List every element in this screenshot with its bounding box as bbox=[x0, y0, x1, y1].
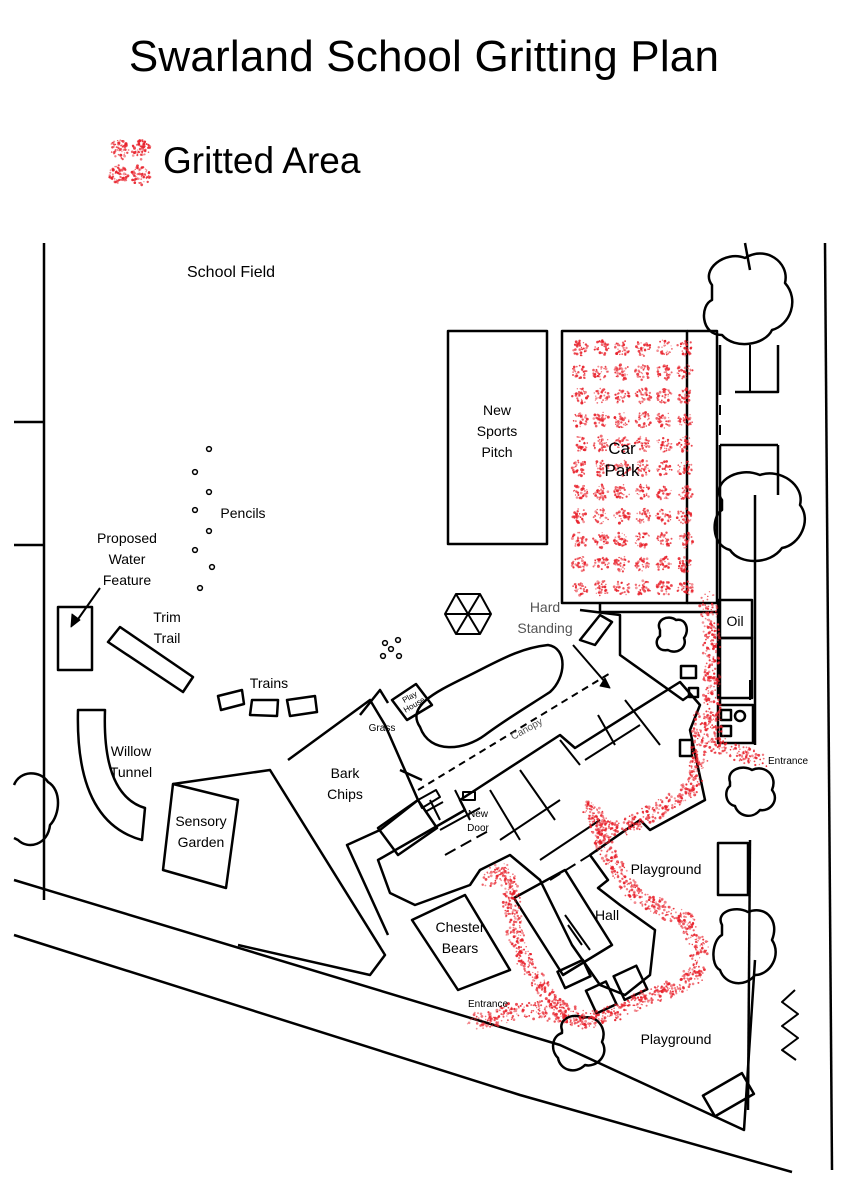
building-internal-1 bbox=[429, 714, 616, 841]
map-title: Swarland School Gritting Plan bbox=[128, 32, 720, 81]
tree-ne bbox=[702, 252, 794, 346]
proposed-water-feature-label: Proposed Water Feature bbox=[97, 530, 157, 588]
road-verge bbox=[746, 839, 752, 1111]
chester-bears-label: Chester Bears bbox=[435, 919, 485, 956]
entrance-south-label: Entrance bbox=[467, 999, 509, 1010]
entrance-east-label: Entrance bbox=[767, 756, 809, 767]
garden-plot bbox=[172, 768, 387, 977]
new-sports-pitch bbox=[446, 329, 549, 546]
school-field-label: School Field bbox=[187, 264, 276, 281]
road-north-edge bbox=[13, 878, 757, 1132]
chester-bears bbox=[410, 893, 512, 992]
car-park-label: Car Park bbox=[604, 439, 640, 480]
playground-lower-label: Playground bbox=[640, 1031, 712, 1047]
school-wing-1 bbox=[376, 798, 439, 857]
tree-hard-standing bbox=[655, 616, 688, 653]
hall bbox=[512, 868, 614, 977]
hall-store-1 bbox=[556, 958, 592, 990]
tree-entrance bbox=[725, 766, 777, 818]
new-door-mark bbox=[462, 791, 476, 801]
lane-east-edge bbox=[735, 345, 780, 745]
hall-label: Hall bbox=[594, 907, 620, 923]
new-door-label: New Door bbox=[467, 809, 489, 834]
shed-east-1 bbox=[716, 841, 750, 897]
hard-standing-arrowhead bbox=[599, 677, 611, 689]
shrub-clump bbox=[415, 643, 564, 749]
stepping-stones bbox=[379, 636, 403, 660]
gritted-area-legend-label: Gritted Area bbox=[163, 140, 361, 181]
school-link bbox=[578, 613, 614, 647]
willow-tunnel-label: Willow Tunnel bbox=[109, 743, 153, 780]
playground-upper-label: Playground bbox=[630, 861, 702, 877]
pencils-label: Pencils bbox=[220, 505, 266, 521]
bark-chips-area bbox=[287, 698, 420, 936]
gritted-areas bbox=[466, 339, 768, 1030]
trim-trail bbox=[106, 625, 195, 694]
train-2 bbox=[248, 698, 280, 718]
bin-2 bbox=[733, 709, 747, 723]
play-house bbox=[390, 682, 434, 722]
car-park-east-bay bbox=[687, 329, 719, 605]
gazebo-icon bbox=[444, 593, 492, 635]
zigzag-fence bbox=[781, 989, 799, 1061]
hard-standing-label: Hard Standing bbox=[517, 599, 573, 636]
east-boundary bbox=[823, 242, 834, 1171]
school-wing-2 bbox=[579, 608, 691, 702]
trim-trail-label: Trim Trail bbox=[153, 609, 181, 646]
oil-label: Oil bbox=[726, 613, 744, 629]
grass-area bbox=[359, 688, 423, 782]
train-1 bbox=[216, 688, 246, 712]
tree-south-east bbox=[712, 908, 777, 985]
hard-standing-arrow bbox=[572, 644, 606, 683]
train-3 bbox=[285, 694, 319, 718]
water-feature-box bbox=[56, 605, 94, 672]
canopy-steps bbox=[417, 789, 444, 813]
road-south-edge bbox=[13, 933, 793, 1174]
tree-south bbox=[551, 1014, 606, 1072]
willow-tunnel bbox=[76, 708, 147, 842]
shed-south bbox=[701, 1071, 756, 1118]
outbuilding-lane bbox=[716, 636, 754, 700]
hall-store-3 bbox=[612, 964, 649, 1002]
trains-label: Trains bbox=[249, 675, 289, 691]
bins bbox=[716, 703, 755, 745]
school-main-block bbox=[376, 680, 707, 997]
small-box-2 bbox=[687, 686, 700, 699]
bark-chips-label: Bark Chips bbox=[327, 765, 363, 802]
hall-stage bbox=[564, 914, 591, 951]
car-park bbox=[560, 329, 689, 605]
new-sports-pitch-label: New Sports Pitch bbox=[476, 402, 518, 460]
canopy-line bbox=[417, 671, 613, 791]
water-feature-arrowhead bbox=[70, 613, 81, 628]
small-box-1 bbox=[679, 664, 698, 680]
sensory-garden bbox=[161, 782, 240, 890]
pencils-markers bbox=[191, 445, 216, 592]
sensory-garden-label: Sensory Garden bbox=[175, 813, 227, 850]
tree-west bbox=[12, 772, 60, 847]
water-feature-arrow bbox=[75, 587, 101, 623]
gritted-area-legend-swatch bbox=[108, 139, 152, 187]
small-box-3 bbox=[678, 738, 694, 758]
building-internal-2 bbox=[439, 699, 661, 861]
tree-east bbox=[713, 471, 806, 563]
bin-1 bbox=[719, 708, 733, 722]
grass-label: Grass bbox=[368, 723, 396, 734]
hall-store-2 bbox=[584, 980, 618, 1015]
